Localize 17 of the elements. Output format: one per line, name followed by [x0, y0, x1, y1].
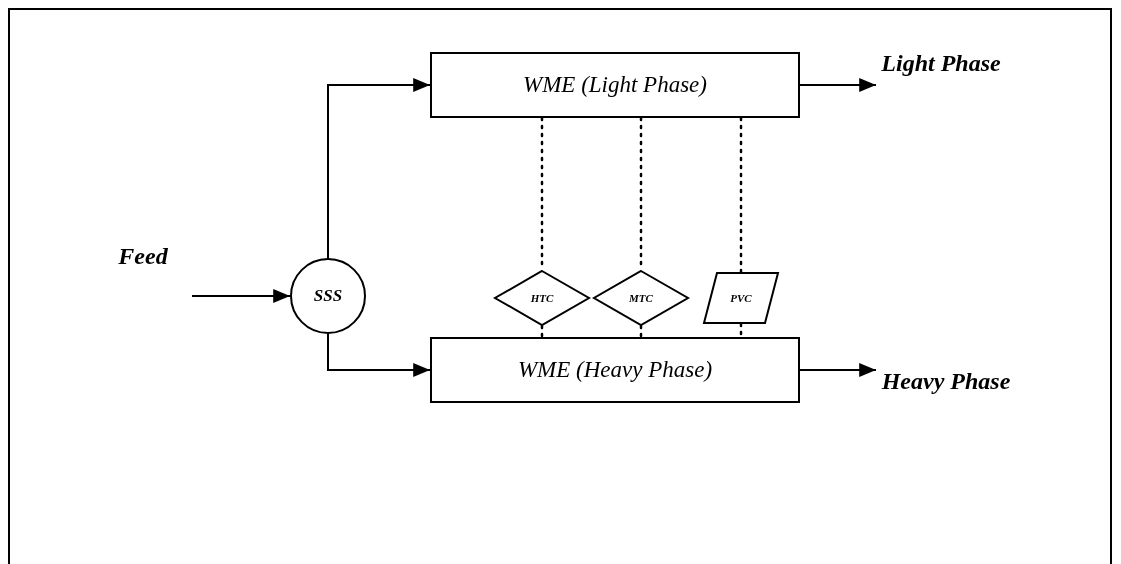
label-text: Heavy Phase	[876, 365, 1016, 397]
arrow	[327, 78, 431, 259]
data-parallelogram: PVC	[703, 272, 779, 324]
dotted-connector	[540, 324, 544, 339]
decision-diamond: MTC	[593, 270, 689, 326]
label-text: Light Phase	[876, 48, 1006, 78]
dotted-connector	[639, 324, 643, 339]
decision-diamond: HTC	[494, 270, 590, 326]
process-box: WME (Light Phase)	[430, 52, 800, 118]
process-box: WME (Heavy Phase)	[430, 337, 800, 403]
separator-circle: SSS	[290, 258, 366, 334]
label-text: Feed	[110, 238, 176, 274]
dotted-connector	[739, 116, 743, 274]
arrow	[191, 289, 291, 303]
arrow	[327, 333, 431, 377]
arrow	[799, 78, 877, 92]
arrow	[799, 363, 877, 377]
